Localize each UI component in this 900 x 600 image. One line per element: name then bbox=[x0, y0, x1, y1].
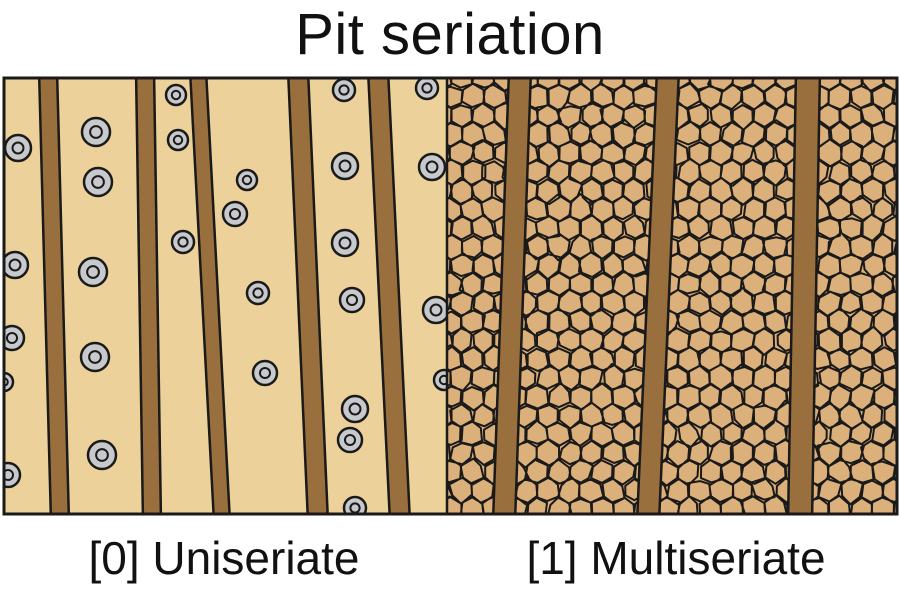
bordered-pit bbox=[164, 83, 188, 107]
uniseriate-cell-wall bbox=[367, 78, 411, 514]
multiseriate-label: [1] Multiseriate bbox=[526, 532, 826, 584]
multiseriate-cell-wall bbox=[786, 78, 822, 514]
uniseriate-label: [0] Uniseriate bbox=[88, 532, 360, 584]
bordered-pit bbox=[421, 295, 447, 325]
bordered-pit bbox=[4, 371, 15, 393]
bordered-pit bbox=[166, 128, 190, 152]
diagram-title: Pit seriation bbox=[295, 2, 605, 67]
bordered-pit bbox=[80, 116, 112, 148]
bordered-pit bbox=[342, 495, 368, 514]
uniseriate-cell-wall bbox=[37, 78, 71, 514]
uniseriate-cell-wall bbox=[189, 78, 231, 514]
multiseriate-cell-walls bbox=[492, 78, 822, 514]
bordered-pit bbox=[4, 461, 22, 489]
diagram-frame bbox=[2, 76, 899, 516]
bordered-pit bbox=[336, 426, 364, 454]
bordered-pit bbox=[251, 359, 279, 387]
bordered-pit bbox=[330, 151, 360, 181]
bordered-pit bbox=[330, 228, 360, 258]
bordered-pit bbox=[77, 256, 109, 288]
bordered-pit bbox=[235, 168, 259, 192]
bordered-pit bbox=[82, 166, 114, 198]
bordered-pit bbox=[221, 200, 249, 228]
bordered-pit bbox=[417, 152, 447, 182]
bordered-pit bbox=[170, 229, 196, 255]
bordered-pit bbox=[4, 133, 33, 163]
bordered-pit bbox=[414, 78, 440, 101]
multiseriate-cell-wall bbox=[636, 78, 680, 514]
bordered-pit bbox=[331, 78, 357, 103]
bordered-pit bbox=[4, 324, 26, 352]
uniseriate-pits bbox=[4, 78, 447, 514]
uniseriate-cell-wall bbox=[134, 78, 163, 514]
bordered-pit bbox=[4, 250, 30, 280]
bordered-pit bbox=[340, 394, 370, 424]
multiseriate-panel bbox=[447, 78, 897, 514]
bordered-pit bbox=[338, 286, 366, 314]
uniseriate-panel bbox=[4, 78, 447, 514]
bordered-pit bbox=[245, 280, 271, 306]
bordered-pit bbox=[432, 368, 447, 392]
uniseriate-cell-wall bbox=[287, 78, 329, 514]
multiseriate-pit-cells bbox=[447, 78, 897, 514]
multiseriate-pit-mesh bbox=[447, 78, 897, 514]
bordered-pit bbox=[79, 341, 111, 373]
bordered-pit bbox=[86, 439, 118, 471]
uniseriate-cell-walls bbox=[37, 78, 411, 514]
multiseriate-cell-wall bbox=[492, 78, 532, 514]
